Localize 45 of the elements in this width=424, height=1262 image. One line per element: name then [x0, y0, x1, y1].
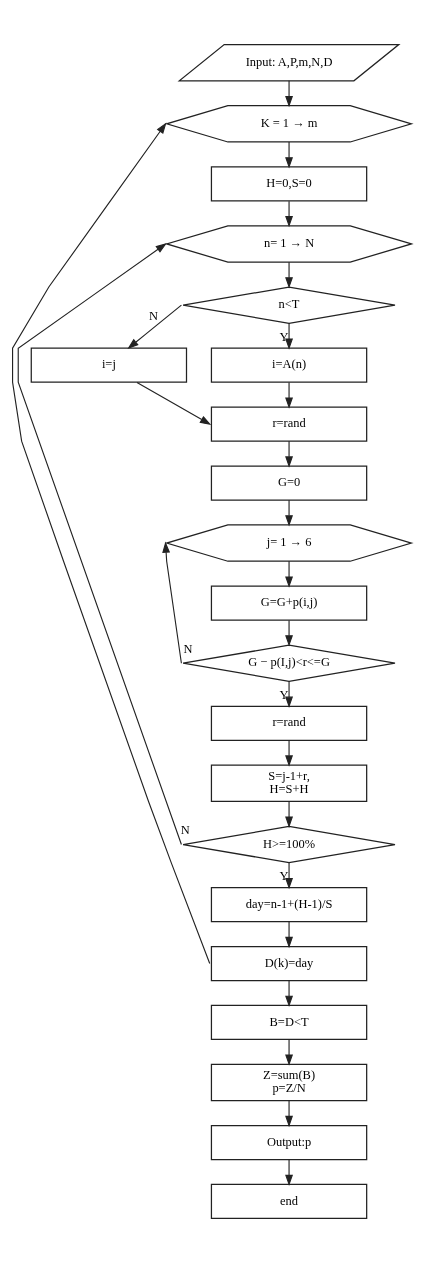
arrow	[17, 242, 182, 845]
node-diamond: n<T	[182, 285, 396, 324]
arrow	[285, 261, 294, 289]
edge-label: Y	[279, 687, 289, 702]
arrow	[285, 140, 294, 169]
node-box: G=G+p(i,j)	[210, 585, 368, 621]
arrow	[285, 499, 294, 526]
arrow	[285, 381, 294, 409]
node-box: i=A(n)	[210, 347, 368, 383]
arrow	[136, 381, 212, 425]
node-box: B=D<T	[210, 1004, 368, 1040]
arrow	[162, 540, 182, 664]
edge-label: Y	[279, 869, 289, 883]
arrow	[285, 200, 294, 227]
arrow	[285, 1099, 294, 1127]
node-box: Z=sum(B) p=Z/N	[210, 1063, 368, 1101]
arrow	[285, 1038, 294, 1066]
arrow	[285, 739, 294, 767]
arrow	[285, 322, 294, 350]
node-box: r=rand	[210, 406, 368, 442]
edge-label: N	[183, 641, 193, 656]
arrow	[285, 680, 294, 708]
node-box: G=0	[210, 464, 368, 501]
arrow	[285, 79, 294, 107]
node-box: end	[210, 1183, 368, 1219]
arrow	[285, 979, 294, 1007]
arrow	[285, 619, 294, 647]
edge-label: N	[180, 822, 190, 837]
node-box: H=0,S=0	[210, 165, 368, 202]
arrow	[12, 121, 211, 964]
arrow	[285, 800, 294, 828]
arrow	[285, 861, 294, 889]
node-box: day=n-1+(H-1)/S	[210, 886, 368, 922]
arrow	[127, 304, 182, 349]
node-box: r=rand	[210, 705, 368, 741]
edge-label: Y	[279, 329, 289, 344]
arrow	[285, 920, 294, 948]
node-box: i=j	[30, 347, 188, 383]
edge-label: N	[149, 308, 159, 323]
node-box: Output:p	[210, 1124, 368, 1160]
arrow	[285, 1158, 294, 1186]
node-box: D(k)=day	[210, 945, 368, 981]
node-box: S=j-1+r, H=S+H	[210, 764, 368, 802]
arrow	[285, 440, 294, 468]
arrow	[285, 560, 294, 588]
